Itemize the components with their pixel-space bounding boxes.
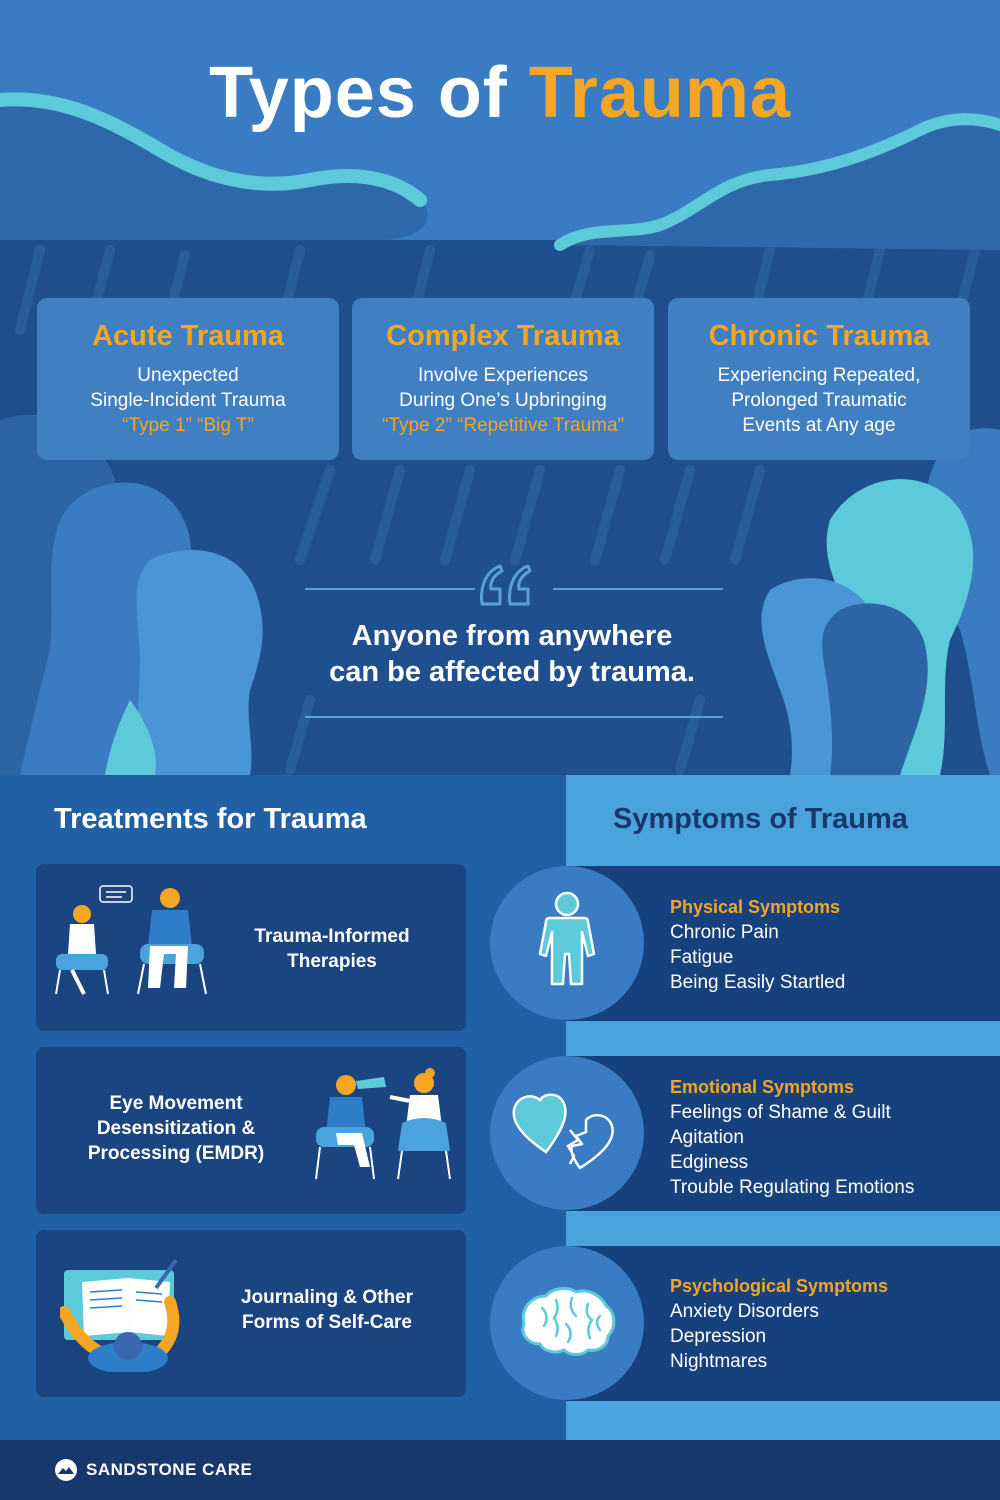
physical-symptoms-icon-circle [490, 866, 644, 1020]
emotional-symptoms-icon-circle [490, 1056, 644, 1210]
card-text: Single-Incident Trauma [90, 390, 286, 411]
treatment-label-line: Therapies [287, 951, 377, 972]
symptom-heading: Physical Symptoms [670, 897, 841, 917]
card-title: Chronic Trauma [708, 320, 930, 352]
treatment-card: Journaling & Other Forms of Self-Care [36, 1230, 466, 1397]
card-tag: “Type 2” “Repetitive Trauma” [382, 415, 624, 436]
card-text: Experiencing Repeated, [717, 365, 921, 386]
brand-name: SANDSTONE CARE [86, 1460, 253, 1479]
card-chronic-trauma: Chronic Trauma Experiencing Repeated, Pr… [668, 298, 970, 460]
symptoms-title: Symptoms of Trauma [613, 803, 908, 835]
treatment-label-line: Desensitization & [96, 1118, 256, 1139]
symptom-item: Fatigue [670, 947, 734, 968]
symptom-heading: Psychological Symptoms [670, 1276, 889, 1296]
person-icon [538, 891, 596, 986]
treatment-label: Trauma-Informed Therapies [232, 924, 432, 974]
symptom-item: Feelings of Shame & Guilt [670, 1102, 891, 1123]
quote-divider [305, 716, 723, 718]
therapy-session-icon [55, 885, 207, 995]
title-accent-text: Trauma [528, 53, 791, 133]
symptom-item: Agitation [670, 1127, 744, 1148]
symptom-item: Edginess [670, 1152, 749, 1173]
card-text: During One’s Upbringing [399, 390, 607, 411]
treatments-title: Treatments for Trauma [54, 803, 367, 835]
card-text: Unexpected [137, 365, 239, 386]
footer [0, 1440, 1000, 1500]
treatment-card: Eye Movement Desensitization & Processin… [36, 1047, 466, 1214]
card-complex-trauma: Complex Trauma Involve Experiences Durin… [352, 298, 654, 460]
symptom-item: Being Easily Startled [670, 972, 846, 993]
title-text: Types of [209, 53, 508, 133]
journaling-icon [60, 1258, 180, 1372]
symptom-item: Depression [670, 1326, 767, 1347]
quote-line-1: Anyone from anywhere [351, 620, 673, 652]
treatment-label-line: Processing (EMDR) [87, 1143, 265, 1164]
symptom-item: Anxiety Disorders [670, 1301, 819, 1322]
quote-divider [305, 588, 475, 590]
card-title: Complex Trauma [386, 320, 620, 352]
quote-divider [553, 588, 723, 590]
treatment-card: Trauma-Informed Therapies [36, 864, 466, 1031]
page-title: Types of Trauma [0, 52, 1000, 134]
broken-heart-icon [512, 1093, 614, 1170]
treatment-label-line: Journaling & Other [240, 1287, 414, 1308]
emdr-session-icon [315, 1068, 451, 1180]
emotional-symptoms: Emotional Symptoms Feelings of Shame & G… [670, 1075, 914, 1200]
treatment-label: Eye Movement Desensitization & Processin… [66, 1091, 286, 1166]
card-title: Acute Trauma [92, 320, 284, 352]
quote-line-2: can be affected by trauma. [329, 656, 695, 688]
brand-logo[interactable]: SANDSTONE CARE [54, 1458, 252, 1482]
treatment-label: Journaling & Other Forms of Self-Care [222, 1285, 432, 1335]
treatment-label-line: Forms of Self-Care [242, 1312, 412, 1333]
psychological-symptoms-icon-circle [490, 1246, 644, 1400]
symptom-item: Chronic Pain [670, 922, 779, 943]
brain-icon [521, 1287, 616, 1356]
psychological-symptoms: Psychological Symptoms Anxiety Disorders… [670, 1274, 888, 1374]
symptom-item: Nightmares [670, 1351, 768, 1372]
quote-text: Anyone from anywhere can be affected by … [262, 618, 762, 690]
card-text: Prolonged Traumatic [731, 390, 907, 411]
card-tag: “Type 1” “Big T” [122, 415, 254, 436]
card-text: Involve Experiences [417, 365, 589, 386]
card-text: Events at Any age [742, 415, 896, 436]
quote-icon [480, 564, 532, 606]
treatment-label-line: Trauma-Informed [254, 926, 410, 947]
treatment-label-line: Eye Movement [109, 1093, 243, 1114]
symptom-heading: Emotional Symptoms [670, 1077, 855, 1097]
symptom-item: Trouble Regulating Emotions [670, 1177, 915, 1198]
physical-symptoms: Physical Symptoms Chronic Pain Fatigue B… [670, 895, 845, 995]
sandstone-logo-icon [55, 1459, 77, 1481]
card-acute-trauma: Acute Trauma Unexpected Single-Incident … [37, 298, 339, 460]
